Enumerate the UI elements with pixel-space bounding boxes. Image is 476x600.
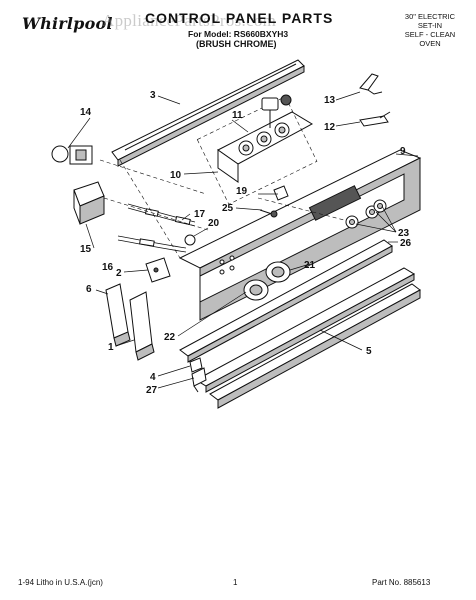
part-16-wire-harness	[117, 235, 187, 253]
spec-line-3: SELF - CLEAN	[404, 30, 456, 39]
part-20-connector	[184, 234, 196, 246]
callout-10: 10	[170, 170, 182, 181]
part-11-selector	[261, 94, 292, 128]
part-14-thermostat	[51, 145, 93, 165]
part-4-end-cap	[189, 357, 203, 373]
callout-27: 27	[146, 385, 158, 396]
callout-9: 9	[400, 146, 406, 157]
callout-23: 23	[398, 228, 410, 239]
leader-lines	[67, 91, 419, 389]
footer-part-number: Part No. 885613	[372, 578, 431, 587]
callout-16: 16	[102, 262, 114, 273]
part-5-lower-trim	[194, 267, 421, 409]
callout-21: 21	[304, 260, 316, 271]
model-number: For Model: RS660BXYH3	[188, 29, 289, 39]
footer-page-number: 1	[233, 578, 238, 587]
spec-line-1: 30" ELECTRIC	[404, 12, 456, 21]
whirlpool-logo: Whirlpool	[22, 14, 113, 33]
callout-4: 4	[150, 372, 156, 383]
part-23-knobs	[345, 199, 387, 229]
callout-15: 15	[80, 244, 92, 255]
part-13-bracket	[359, 73, 383, 95]
finish-label: (BRUSH CHROME)	[196, 39, 277, 49]
spec-line-2: SET-IN	[417, 21, 443, 30]
callout-6: 6	[86, 284, 92, 295]
part-21-knob	[265, 261, 291, 283]
part-19-clip	[273, 185, 289, 201]
callout-11: 11	[232, 110, 243, 121]
callout-19: 19	[236, 186, 248, 197]
callout-14: 14	[80, 107, 92, 118]
watermark: AppliancePartsPros.com	[102, 11, 277, 30]
callout-26: 26	[400, 238, 412, 249]
callout-22: 22	[164, 332, 176, 343]
part-25-screw	[259, 209, 278, 218]
part-27-end-cap	[191, 367, 207, 393]
part-17-wire-harness	[127, 203, 196, 227]
assembly-lines	[99, 159, 345, 259]
callout-17: 17	[194, 209, 206, 220]
callout-3: 3	[150, 90, 156, 101]
footer-litho: 1-94 Litho in U.S.A.(jcn)	[18, 578, 103, 587]
part-22-knob	[243, 279, 269, 301]
part-3-top-trim	[111, 59, 305, 167]
callout-13: 13	[324, 95, 336, 106]
callout-1: 1	[108, 342, 114, 353]
part-10-switch-bracket	[196, 96, 318, 205]
page-title: CONTROL PANEL PARTS	[145, 10, 334, 26]
callout-20: 20	[208, 218, 220, 229]
part-12-clip	[359, 111, 391, 127]
spec-line-4: OVEN	[419, 39, 441, 48]
callout-5: 5	[366, 346, 372, 357]
part-26-trim	[179, 239, 393, 363]
part-1-end-cap	[129, 291, 155, 361]
part-6-end-cap	[105, 283, 131, 347]
part-2-bracket	[145, 257, 171, 283]
part-15-relay	[73, 181, 105, 225]
callout-25: 25	[222, 203, 234, 214]
callout-2: 2	[116, 268, 122, 279]
callout-12: 12	[324, 122, 336, 133]
